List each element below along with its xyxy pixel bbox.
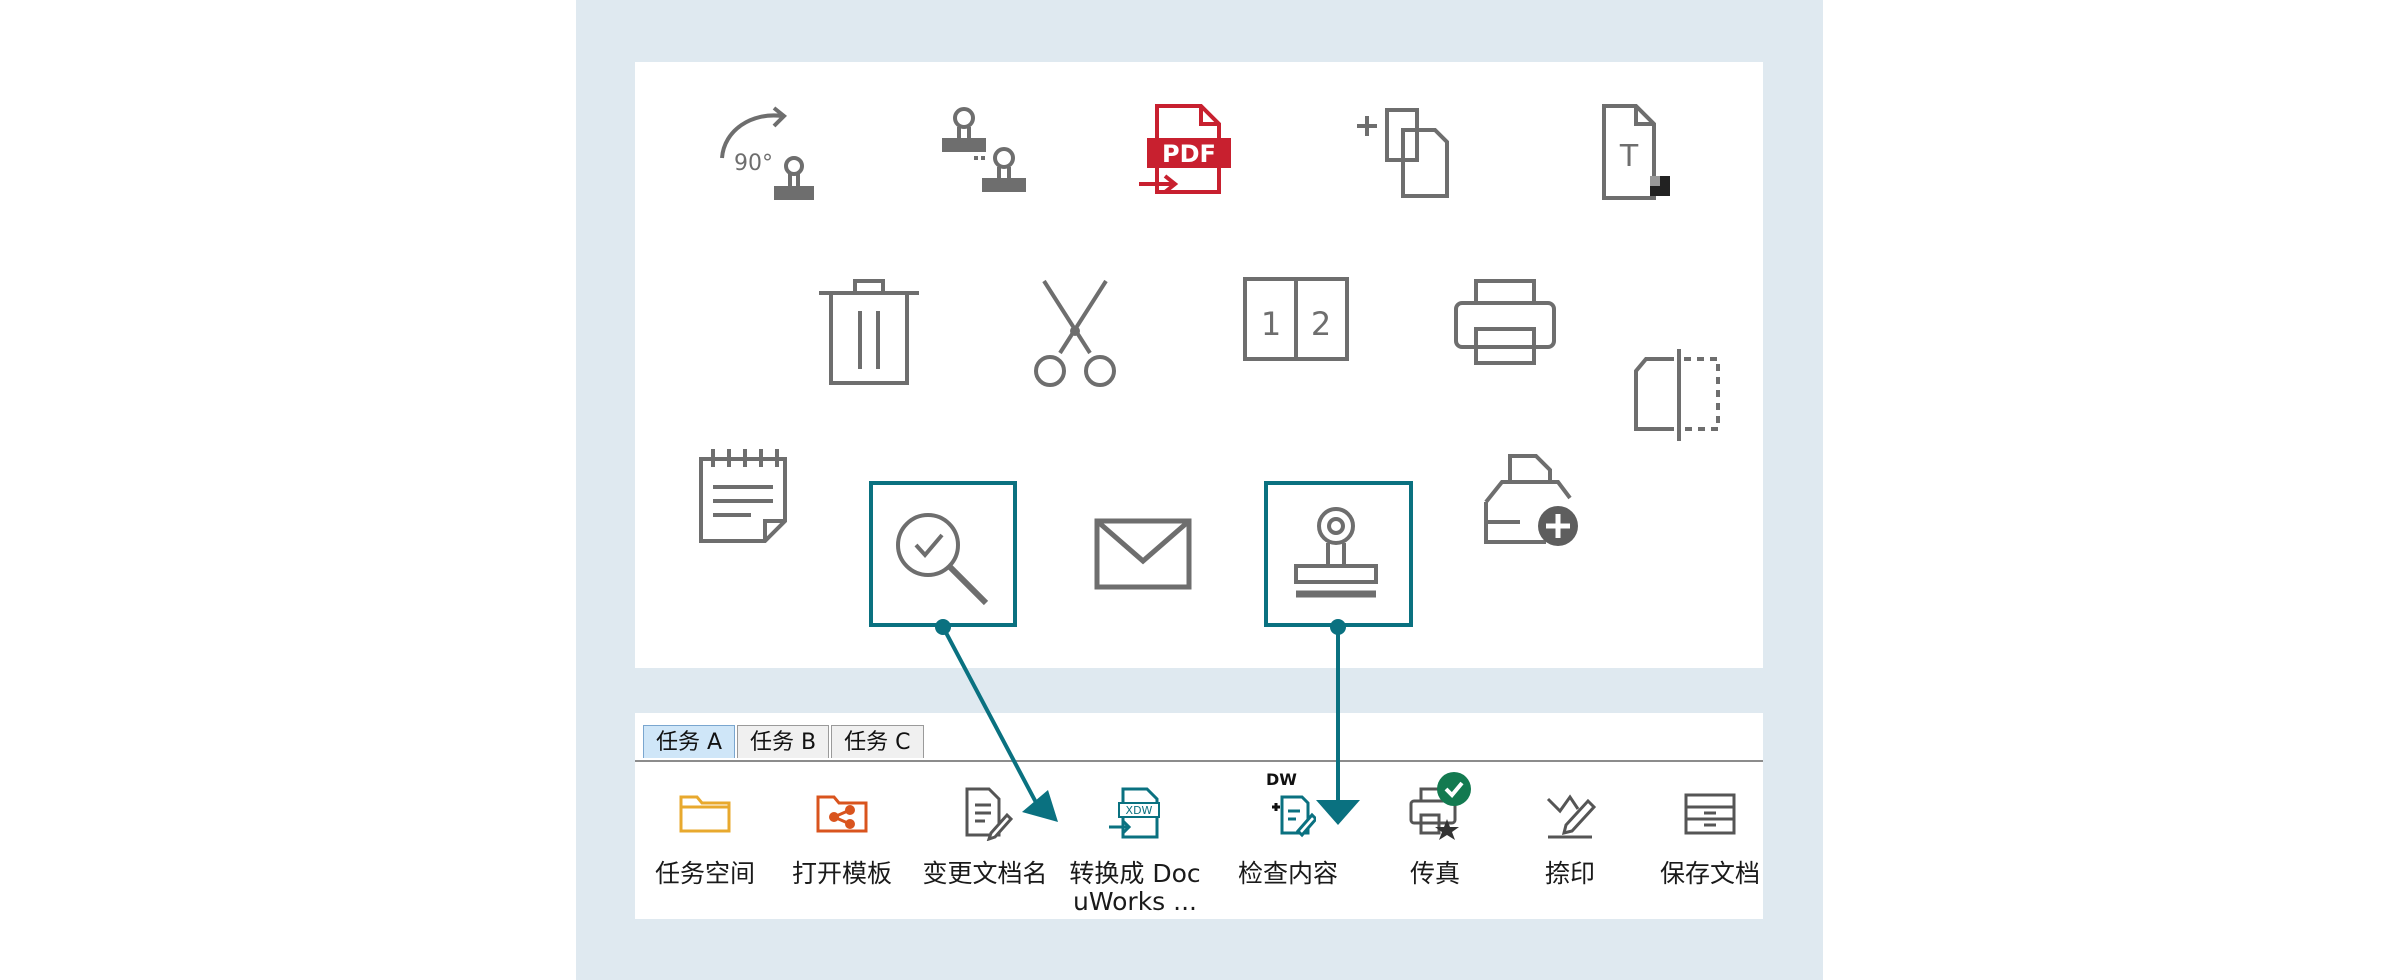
highlight-box-stamp: [1264, 481, 1413, 627]
convert-docuworks-icon: XDW: [1107, 785, 1163, 841]
highlight-box-search-check: [869, 481, 1017, 627]
scissors-icon: [1020, 275, 1130, 395]
open-template-button[interactable]: 打开模板: [777, 785, 907, 915]
rename-document-button[interactable]: 变更文档名: [915, 785, 1055, 915]
mail-icon: [1093, 515, 1193, 595]
svg-text:DW: DW: [1266, 771, 1297, 789]
check-content-button[interactable]: DW 检查内容: [1213, 771, 1363, 915]
text-document-icon: T: [1596, 100, 1706, 210]
svg-text:90°: 90°: [734, 151, 773, 176]
svg-text:T: T: [1619, 139, 1639, 174]
convert-docuworks-button[interactable]: XDW 转换成 Doc uWorks ...: [1055, 785, 1215, 916]
tool-label: 检查内容: [1237, 859, 1338, 888]
stamp-sign-icon: [1542, 785, 1598, 841]
tab-task-a[interactable]: 任务 A: [643, 725, 736, 758]
svg-text:1: 1: [1261, 305, 1281, 343]
tool-label: 打开模板: [791, 859, 892, 888]
svg-text:XDW: XDW: [1126, 804, 1153, 817]
trash-icon: [815, 275, 925, 395]
rename-document-icon: [957, 785, 1013, 841]
tool-label: 变更文档名: [922, 859, 1048, 888]
check-badge-icon: [1437, 772, 1471, 806]
search-check-icon[interactable]: [888, 505, 998, 615]
stamp-sign-button[interactable]: 捺印: [1505, 785, 1635, 915]
pdf-export-icon: PDF: [1135, 100, 1245, 210]
svg-text:2: 2: [1311, 305, 1331, 343]
save-document-icon: [1682, 785, 1738, 841]
rotate-90-stamp-icon: 90°: [712, 100, 822, 210]
save-document-button[interactable]: 保存文档: [1635, 785, 1785, 915]
tab-task-c[interactable]: 任务 C: [831, 725, 924, 758]
tool-label: 保存文档: [1659, 859, 1760, 888]
fax-icon: [1407, 785, 1463, 841]
tool-label: 转换成 Doc: [1069, 859, 1201, 888]
toolbar-panel: 任务 A 任务 B 任务 C 任务空间 打开模板: [635, 713, 1763, 919]
dw-check-content-icon: DW: [1260, 771, 1316, 841]
stamp-icon[interactable]: [1286, 500, 1386, 610]
printer-icon: [1450, 275, 1560, 375]
tab-task-b[interactable]: 任务 B: [737, 725, 830, 758]
tab-divider: [635, 760, 1763, 762]
task-tabs: 任务 A 任务 B 任务 C: [643, 725, 926, 760]
tray-add-icon: [1480, 450, 1590, 560]
tool-label: 任务空间: [654, 859, 755, 888]
svg-text:PDF: PDF: [1162, 140, 1216, 168]
fax-button[interactable]: 传真: [1365, 785, 1505, 915]
multi-stamp-icon: [930, 100, 1040, 210]
copy-add-icon: [1355, 100, 1465, 210]
tool-label: 捺印: [1544, 859, 1595, 888]
task-space-button[interactable]: 任务空间: [635, 785, 775, 915]
tool-label-line-2: uWorks ...: [1073, 887, 1197, 916]
tool-label: 传真: [1409, 859, 1460, 888]
page-1-2-icon: 1 2: [1241, 275, 1351, 375]
split-page-icon: [1628, 345, 1738, 445]
notepad-icon: [693, 445, 793, 555]
share-folder-icon: [814, 785, 870, 841]
folder-icon: [677, 785, 733, 841]
